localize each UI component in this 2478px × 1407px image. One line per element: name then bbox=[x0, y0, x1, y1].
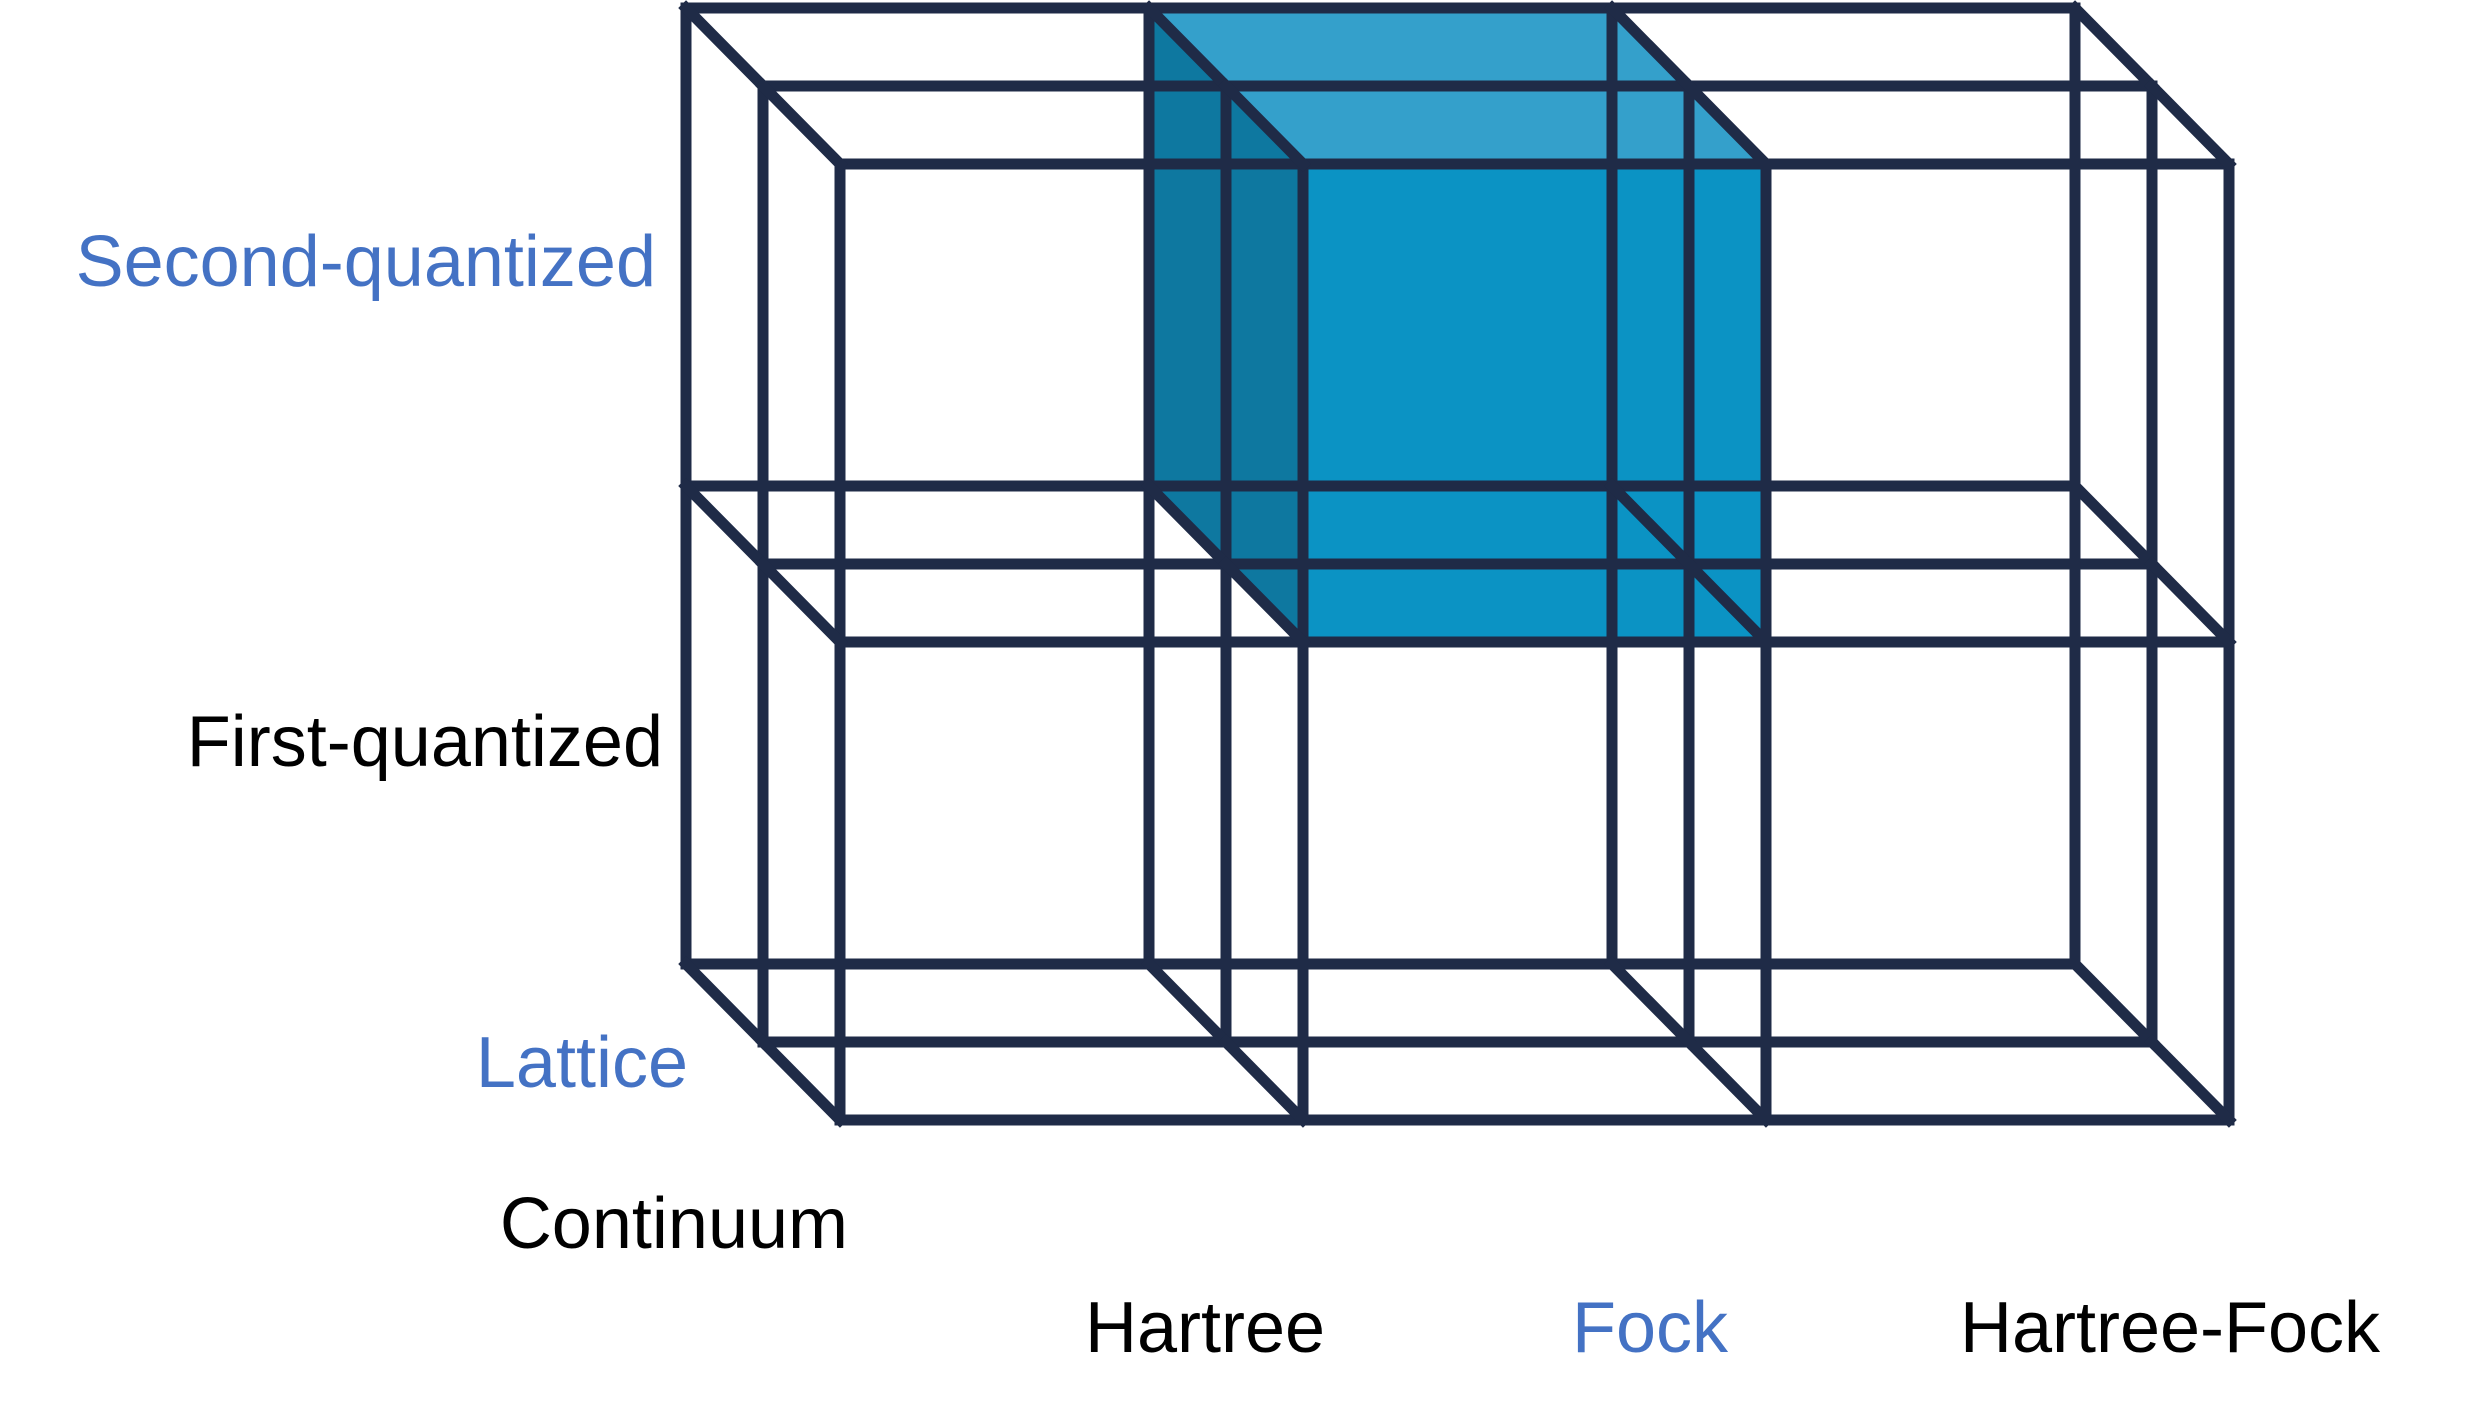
grid-edge-depth bbox=[1218, 78, 1311, 172]
grid-edge-depth bbox=[1604, 0, 1697, 94]
grid-edge-depth bbox=[1604, 478, 1697, 572]
grid-edge-depth bbox=[2144, 1034, 2237, 1128]
grid-edge-depth bbox=[2067, 478, 2160, 572]
grid-edge-depth bbox=[755, 556, 848, 650]
grid-edge-depth bbox=[755, 78, 848, 172]
label-fock: Fock bbox=[1571, 1288, 1729, 1368]
grid-edge-depth bbox=[2067, 0, 2160, 94]
cube-grid-lines bbox=[678, 0, 2237, 1128]
grid-edge-depth bbox=[1604, 956, 1697, 1050]
grid-edge-depth bbox=[1681, 556, 1774, 650]
label-second-quantized: Second-quantized bbox=[75, 222, 656, 302]
label-lattice: Lattice bbox=[475, 1023, 688, 1103]
grid-edge-depth bbox=[1218, 1034, 1311, 1128]
grid-edge-depth bbox=[1141, 956, 1234, 1050]
grid-edge-depth bbox=[755, 1034, 848, 1128]
label-hartree-fock: Hartree-Fock bbox=[1959, 1288, 2381, 1368]
grid-edge-depth bbox=[1218, 556, 1311, 650]
grid-edge-depth bbox=[1141, 0, 1234, 94]
grid-edge-depth bbox=[2144, 78, 2237, 172]
grid-edge-depth bbox=[678, 0, 771, 94]
label-continuum: Continuum bbox=[499, 1184, 848, 1264]
grid-edge-depth bbox=[1141, 478, 1234, 572]
grid-edge-depth bbox=[1681, 1034, 1774, 1128]
grid-edge-depth bbox=[2144, 556, 2237, 650]
grid-edge-depth bbox=[2067, 956, 2160, 1050]
grid-edge-depth bbox=[1681, 78, 1774, 172]
grid-edge-depth bbox=[678, 478, 771, 572]
label-hartree: Hartree bbox=[1084, 1288, 1326, 1368]
label-first-quantized: First-quantized bbox=[186, 702, 663, 782]
grid-edge-depth bbox=[678, 956, 771, 1050]
